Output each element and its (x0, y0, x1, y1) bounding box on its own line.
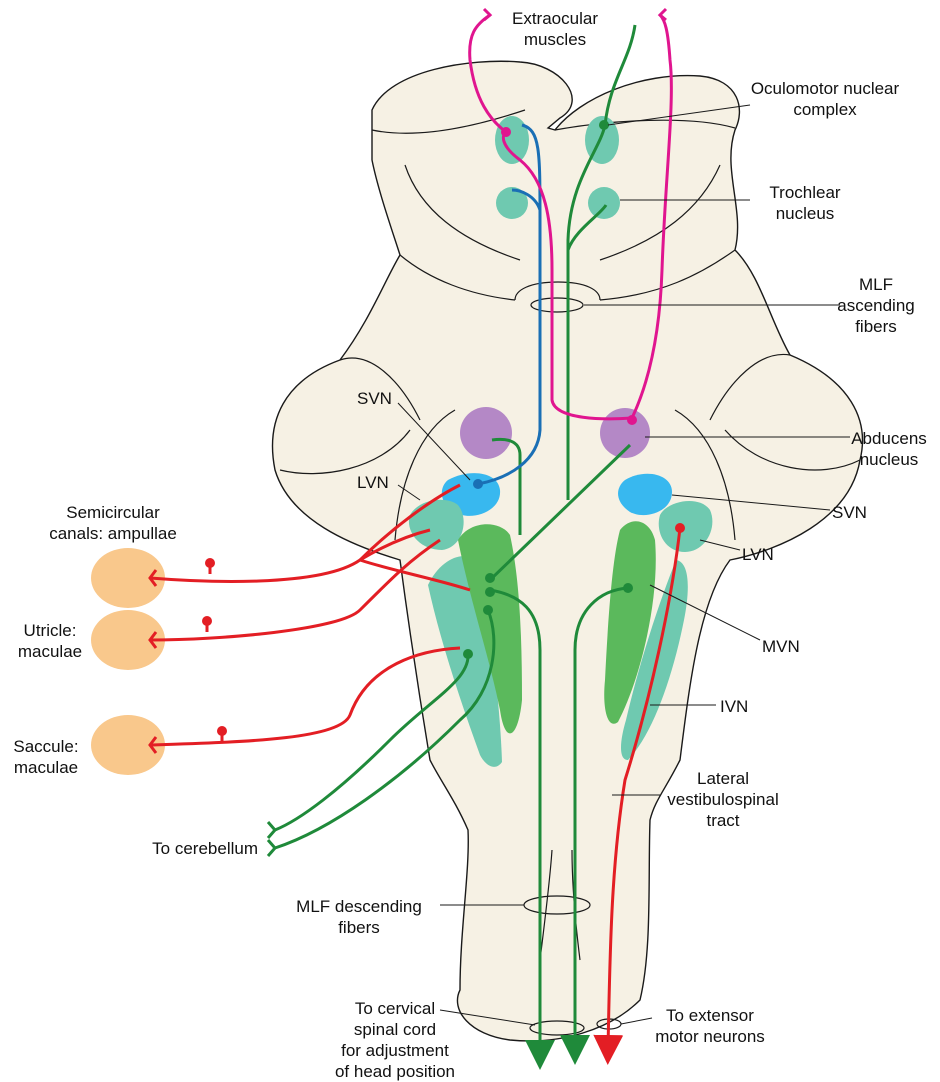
label-saccule: Saccule: maculae (6, 736, 86, 778)
label-utricle: Utricle: maculae (10, 620, 90, 662)
label-trochlear-nucleus: Trochlear nucleus (740, 182, 870, 224)
ivn-cell (463, 649, 473, 659)
abducens-nucleus-left (460, 407, 512, 459)
mvn-cell-3 (483, 605, 493, 615)
label-lateral-vestibulospinal-tract: Lateral vestibulospinal tract (648, 768, 798, 831)
label-lvn-left: LVN (357, 472, 417, 493)
mvn-cell-2 (485, 587, 495, 597)
label-mlf-ascending-fibers: MLF ascending fibers (826, 274, 926, 337)
label-mvn: MVN (762, 636, 822, 657)
canal-ganglion-cell (205, 558, 215, 568)
utricle-ganglion-cell (202, 616, 212, 626)
label-to-extensor-motor-neurons: To extensor motor neurons (640, 1005, 780, 1047)
label-oculomotor-nuclear-complex: Oculomotor nuclear complex (740, 78, 910, 120)
mvn-right-cell (623, 583, 633, 593)
label-svn-left: SVN (357, 388, 417, 409)
muscle-terminal-icon-left (484, 9, 490, 20)
label-ivn: IVN (720, 696, 780, 717)
abducens-right-cell (627, 415, 637, 425)
oculomotor-left-cell (501, 127, 511, 137)
label-svn-right: SVN (832, 502, 892, 523)
mvn-cell-1 (485, 573, 495, 583)
saccule-ganglion-cell (217, 726, 227, 736)
cerebellum-terminal-icon-2 (268, 840, 275, 856)
label-lvn-right: LVN (742, 544, 802, 565)
label-to-cervical-spinal-cord: To cervical spinal cord for adjustment o… (330, 998, 460, 1082)
oculomotor-nucleus-left (495, 116, 529, 164)
trochlear-nucleus-right (588, 187, 620, 219)
label-to-cerebellum: To cerebellum (120, 838, 258, 859)
oculomotor-right-cell (599, 120, 609, 130)
lvn-right-cell (675, 523, 685, 533)
label-extraocular-muscles: Extraocular muscles (495, 8, 615, 50)
svn-left-cell (473, 479, 483, 489)
label-semicircular-canals: Semicircular canals: ampullae (28, 502, 198, 544)
label-abducens-nucleus: Abducens nucleus (838, 428, 940, 470)
saccule-afferent (150, 648, 460, 745)
label-mlf-descending-fibers: MLF descending fibers (280, 896, 438, 938)
cerebellum-terminal-icon-1 (268, 822, 275, 838)
